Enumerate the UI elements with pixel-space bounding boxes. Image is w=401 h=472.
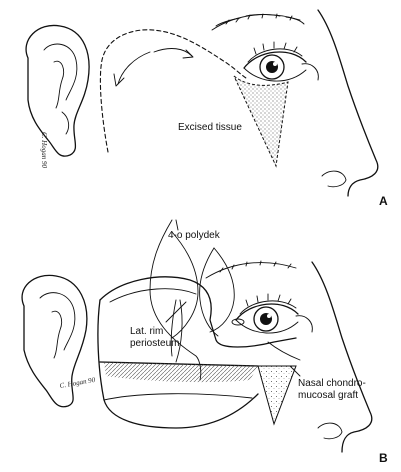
- ear-a: [25, 24, 90, 157]
- signature-b: C. Hogan 90: [59, 376, 96, 390]
- panel-b: C. Hogan 90: [21, 219, 388, 465]
- flap-incision-a: [99, 29, 247, 153]
- signature-a: C. Hogan 90: [40, 132, 48, 168]
- eye-a: [243, 41, 307, 82]
- leader-periosteum: [165, 301, 187, 323]
- rotated-flap-b: [97, 276, 297, 429]
- label-graft-line1: Nasal chondro-: [298, 378, 366, 389]
- panel-a: C. Hogan 90 Excised: [25, 9, 388, 208]
- label-periosteum-line2: periosteum: [130, 338, 179, 349]
- label-periosteum-line1: Lat. rim: [130, 326, 163, 337]
- ear-b: [21, 274, 88, 408]
- eye-b: [231, 293, 299, 334]
- label-excised-tissue: Excised tissue: [178, 122, 242, 133]
- label-suture: 4-o polydek: [168, 230, 221, 241]
- panel-letter-a: A: [379, 194, 388, 208]
- nasal-graft-b: [257, 341, 301, 426]
- panel-letter-b: B: [379, 451, 388, 465]
- brow-a: [211, 13, 305, 31]
- brow-b: [205, 260, 297, 279]
- label-graft-line2: mucosal graft: [298, 390, 358, 401]
- face-profile-a: [301, 9, 379, 197]
- sutures-b: [149, 219, 235, 381]
- leader-suture: [175, 219, 179, 231]
- leader-graft: [289, 365, 301, 377]
- excised-tissue-a: [233, 75, 289, 168]
- face-profile-b: [295, 261, 373, 453]
